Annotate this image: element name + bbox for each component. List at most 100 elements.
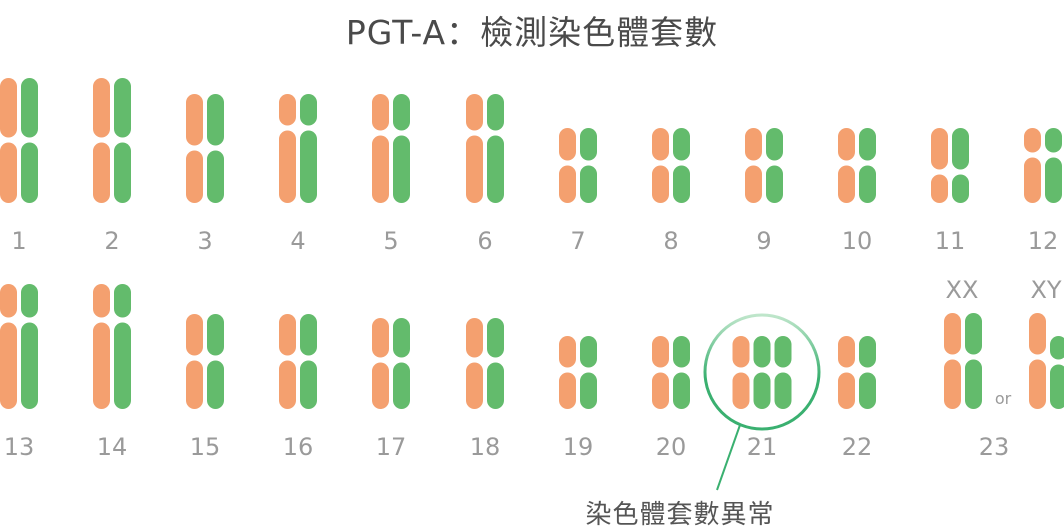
chromatid-maternal-p-arm <box>745 128 762 161</box>
chromosome-number-label: 12 <box>1027 227 1059 255</box>
chromatid-maternal-p-arm <box>0 78 17 138</box>
chromatid-maternal-p-arm <box>372 94 389 131</box>
chromatid-maternal-p-arm <box>93 284 110 318</box>
annotation-pointer-line <box>716 424 741 491</box>
chromosome-number-label: 23 <box>978 433 1010 461</box>
chromatid-paternal-q-arm <box>753 372 771 409</box>
chromatid-paternal-p-arm <box>774 336 792 368</box>
chromosome-5 <box>372 94 410 203</box>
chromosome-number-label: 13 <box>3 433 35 461</box>
chromatid-paternal-q-arm <box>766 165 783 203</box>
sex-chromosomes-xy <box>1029 313 1064 409</box>
chromatid-maternal-p-arm <box>466 318 483 358</box>
chromatid-paternal-p-arm <box>207 94 224 146</box>
chromatid-maternal-q-arm <box>372 135 389 203</box>
chromatid-maternal-q-arm <box>652 165 669 203</box>
chromosome-6 <box>466 94 504 203</box>
chromatid-paternal-q-arm <box>580 372 597 409</box>
chromosome-22 <box>838 336 876 409</box>
chromatid-paternal-q-arm <box>774 372 792 409</box>
chromatid-maternal-p-arm <box>559 128 576 161</box>
chromatid-maternal-q-arm <box>372 362 389 409</box>
chromatid-paternal-p-arm <box>21 284 38 318</box>
chromatid-paternal-q-arm <box>673 372 690 409</box>
chromosome-13 <box>0 284 38 409</box>
chromosome-number-label: 8 <box>663 227 679 255</box>
chromatid-paternal-p-arm <box>859 128 876 161</box>
chromosome-18 <box>466 318 504 409</box>
chromosome-number-label: 9 <box>756 227 772 255</box>
chromosome-11 <box>931 128 969 203</box>
chromatid-paternal-p-arm <box>673 336 690 368</box>
chromatid-maternal-q-arm <box>466 135 483 203</box>
chromatid-paternal-q-arm <box>114 142 131 203</box>
chromatid-maternal-q-arm <box>559 372 576 409</box>
chromatid-maternal-p-arm <box>838 128 855 161</box>
chromatid-paternal-p-arm <box>859 336 876 368</box>
chromatid-maternal-p-arm <box>931 128 948 170</box>
chromatid-maternal-q-arm <box>838 372 855 409</box>
chromatid-maternal-q-arm <box>559 165 576 203</box>
chromatid-maternal-p-arm <box>1024 128 1041 153</box>
chromatid-x-maternal-q-arm <box>944 359 961 409</box>
xy-label: XY <box>1030 276 1062 304</box>
chromatid-maternal-q-arm <box>745 165 762 203</box>
aneuploidy-annotation-label: 染色體套數異常 <box>585 500 775 530</box>
chromosome-14 <box>93 284 131 409</box>
page-title: PGT-A：檢測染色體套數 <box>345 13 719 52</box>
chromatid-paternal-q-arm <box>114 322 131 409</box>
chromosome-15 <box>186 314 224 409</box>
sex-chromosomes-xx <box>944 313 982 409</box>
chromatid-maternal-p-arm <box>652 128 669 161</box>
chromatid-paternal-p-arm <box>393 318 410 358</box>
chromatid-paternal-p-arm <box>487 318 504 358</box>
chromatid-paternal-q-arm <box>207 150 224 203</box>
or-separator: or <box>994 389 1012 408</box>
chromatid-paternal-q-arm <box>673 165 690 203</box>
chromosome-7 <box>559 128 597 203</box>
chromatid-x-paternal-q-arm <box>965 359 982 409</box>
chromosome-1 <box>0 78 38 203</box>
chromosome-number-label: 16 <box>282 433 314 461</box>
chromatid-paternal-q-arm <box>300 130 317 203</box>
chromatid-paternal-p-arm <box>753 336 771 368</box>
chromosome-20 <box>652 336 690 409</box>
chromosome-17 <box>372 318 410 409</box>
chromatid-paternal-p-arm <box>21 78 38 138</box>
chromatid-paternal-p-arm <box>207 314 224 356</box>
chromosome-number-label: 15 <box>189 433 221 461</box>
chromatid-maternal-q-arm <box>93 142 110 203</box>
chromosome-number-label: 2 <box>104 227 120 255</box>
chromatid-y-q-arm <box>1050 364 1064 409</box>
chromosome-2 <box>93 78 131 203</box>
chromosome-19 <box>559 336 597 409</box>
chromosome-number-label: 19 <box>562 433 594 461</box>
chromosome-8 <box>652 128 690 203</box>
chromatid-maternal-q-arm <box>186 360 203 409</box>
chromatid-maternal-p-arm <box>186 314 203 356</box>
chromosome-3 <box>186 94 224 203</box>
chromatid-paternal-q-arm <box>487 135 504 203</box>
chromatid-paternal-p-arm <box>487 94 504 131</box>
chromosome-10 <box>838 128 876 203</box>
chromatid-maternal-p-arm <box>279 314 296 356</box>
chromosome-number-label: 18 <box>469 433 501 461</box>
chromatid-paternal-q-arm <box>207 360 224 409</box>
chromatid-paternal-p-arm <box>673 128 690 161</box>
chromatid-paternal-q-arm <box>859 165 876 203</box>
chromatid-maternal-p-arm <box>0 284 17 318</box>
chromatid-maternal-p-arm <box>838 336 855 368</box>
chromatid-paternal-q-arm <box>1045 157 1062 203</box>
chromatid-maternal-q-arm <box>279 360 296 409</box>
chromatid-paternal-p-arm <box>1045 128 1062 153</box>
chromosome-number-label: 22 <box>841 433 873 461</box>
chromosome-number-label: 4 <box>290 227 306 255</box>
chromatid-maternal-p-arm <box>732 336 750 368</box>
chromatid-paternal-p-arm <box>952 128 969 170</box>
chromatid-paternal-q-arm <box>580 165 597 203</box>
chromatid-maternal-q-arm <box>279 130 296 203</box>
xx-label: XX <box>945 276 979 304</box>
chromatid-paternal-q-arm <box>952 174 969 203</box>
chromatid-maternal-q-arm <box>0 142 17 203</box>
